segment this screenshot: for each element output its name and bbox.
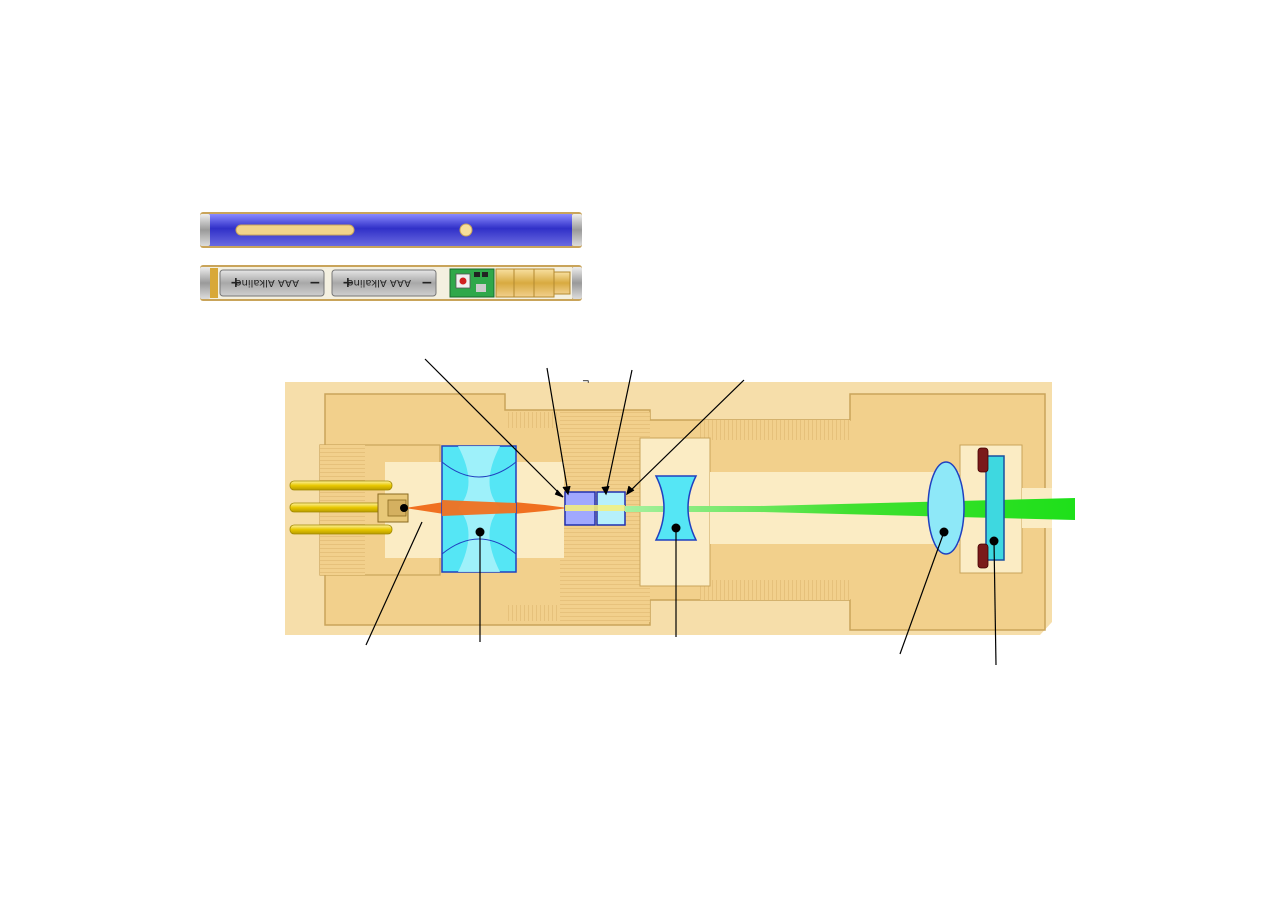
- cutaway-cap-left: [200, 267, 210, 299]
- dot-output-lens: [939, 527, 949, 537]
- leader-pump-diode: [365, 521, 423, 646]
- thread-left-top: [505, 412, 560, 428]
- pointer-end-cap-right: [572, 214, 582, 246]
- laser-pointer-exterior: [200, 212, 582, 248]
- laser-module-brass: [495, 268, 571, 298]
- dot-ir-filter: [989, 536, 999, 546]
- ir-filter: [985, 455, 1005, 561]
- leader-ir-filter: [993, 540, 997, 666]
- leader-crystal-face: [424, 358, 564, 498]
- dot-expander-lens: [671, 523, 681, 533]
- battery-2: + AAA Alkaline −: [331, 269, 437, 297]
- battery-2-minus: −: [421, 275, 433, 291]
- leader-arrow-4: [626, 485, 635, 496]
- dot-pump-diode: [400, 504, 408, 512]
- push-button: [459, 223, 473, 237]
- pocket-clip: [235, 224, 355, 236]
- leader-output-lens: [899, 531, 945, 655]
- leader-crystal-output-face: [626, 379, 745, 495]
- battery-1-minus: −: [309, 275, 321, 291]
- leader-dots: [400, 504, 999, 546]
- laser-pointer-cutaway: + AAA Alkaline − + AAA Alkaline −: [200, 265, 582, 301]
- driver-circuit-board: [449, 268, 495, 298]
- spring-contact: [210, 268, 218, 298]
- leader-arrow-1: [554, 489, 564, 498]
- pointer-end-cap-left: [200, 214, 210, 246]
- battery-1-label: AAA Alkaline: [235, 277, 299, 288]
- diode-pins: [289, 480, 393, 535]
- dot-collimating-lens: [475, 527, 485, 537]
- expander-lens: [654, 475, 698, 541]
- thread-bottom: [700, 580, 850, 600]
- thread-top: [700, 420, 850, 440]
- cutaway-cap-right: [572, 267, 582, 299]
- leader-lasing-crystal: [546, 367, 569, 494]
- leader-arrow-3: [601, 485, 610, 496]
- battery-1: + AAA Alkaline −: [219, 269, 325, 297]
- battery-1-plus: +: [230, 275, 242, 291]
- leader-arrow-2: [562, 485, 571, 496]
- module-cross-section: ¬: [285, 377, 1075, 635]
- o-ring-bottom: [977, 543, 989, 569]
- leader-lines: [365, 358, 997, 666]
- intracavity-beam: [565, 505, 625, 511]
- battery-2-plus: +: [342, 275, 354, 291]
- battery-2-label: AAA Alkaline: [347, 277, 411, 288]
- leader-doubling-crystal: [605, 369, 633, 494]
- output-collimating-lens: [927, 461, 965, 555]
- thread-left-bottom: [505, 605, 560, 621]
- small-mark: ¬: [582, 377, 590, 387]
- pump-beam-through-lens: [442, 500, 516, 516]
- collimating-lens: [441, 445, 517, 573]
- o-ring-top: [977, 447, 989, 473]
